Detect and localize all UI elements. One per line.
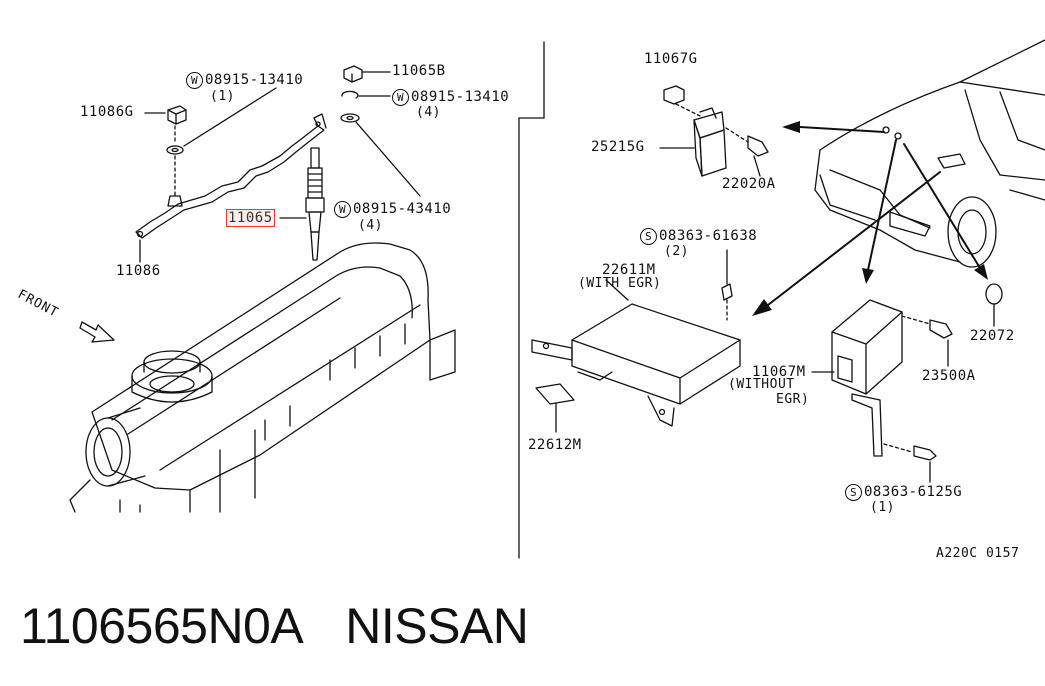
diagram-reference-code: A220C 0157 xyxy=(936,546,1020,561)
label-11086[interactable]: 11086 xyxy=(116,263,161,279)
qty-08363-61638: (2) xyxy=(664,244,689,259)
qty-08915-13410-a: (1) xyxy=(210,89,235,104)
highlight-box: 11065 xyxy=(226,209,275,227)
relay-25215G xyxy=(659,85,769,177)
label-11065B[interactable]: 11065B xyxy=(392,63,446,79)
note-without: (WITHOUT xyxy=(728,377,795,392)
label-22020A[interactable]: 22020A xyxy=(722,176,776,192)
label-11065-highlighted[interactable]: 11065 xyxy=(226,209,275,227)
control-unit-11067M xyxy=(811,283,1003,483)
code-text: 08915-13410 xyxy=(205,72,304,88)
nut-washer-stack xyxy=(340,65,363,123)
glow-plug-harness xyxy=(135,113,327,239)
qty-08915-13410-b: (4) xyxy=(416,105,441,120)
note-with-egr: (WITH EGR) xyxy=(578,276,662,291)
label-22072[interactable]: 22072 xyxy=(970,328,1015,344)
label-22611M[interactable]: 22611M xyxy=(602,262,656,278)
washer-symbol-icon: W xyxy=(392,89,409,106)
code-text: 08363-6125G xyxy=(864,484,963,500)
screw-symbol-icon: S xyxy=(640,228,657,245)
code-text: 08363-61638 xyxy=(659,228,758,244)
glow-plug-11065 xyxy=(305,147,325,261)
nut-11086G xyxy=(166,105,187,207)
screw-symbol-icon: S xyxy=(845,484,862,501)
panel-divider xyxy=(518,41,545,559)
label-25215G[interactable]: 25215G xyxy=(591,139,645,155)
code-text: 08915-13410 xyxy=(411,89,510,105)
control-unit-22611M xyxy=(531,249,741,433)
label-11067G[interactable]: 11067G xyxy=(644,51,698,67)
pointer-arrows xyxy=(752,121,988,316)
label-22612M[interactable]: 22612M xyxy=(528,437,582,453)
code-text: 08915-43410 xyxy=(353,201,452,217)
note-egr: EGR) xyxy=(776,392,810,407)
vehicle-outline xyxy=(814,39,1045,268)
rocker-cover xyxy=(69,242,456,513)
label-23500A[interactable]: 23500A xyxy=(922,368,976,384)
qty-08915-43410: (4) xyxy=(358,218,383,233)
part-caption: 1106565N0A NISSAN xyxy=(20,596,529,656)
label-11086G[interactable]: 11086G xyxy=(80,104,134,120)
washer-symbol-icon: W xyxy=(186,72,203,89)
brand-name: NISSAN xyxy=(345,598,529,654)
washer-symbol-icon: W xyxy=(334,201,351,218)
front-arrow xyxy=(79,321,115,343)
part-number: 1106565N0A xyxy=(20,598,304,654)
qty-08363-6125G: (1) xyxy=(870,500,895,515)
label-11067M[interactable]: 11067M xyxy=(752,364,806,380)
leader-lines-left xyxy=(139,71,421,263)
